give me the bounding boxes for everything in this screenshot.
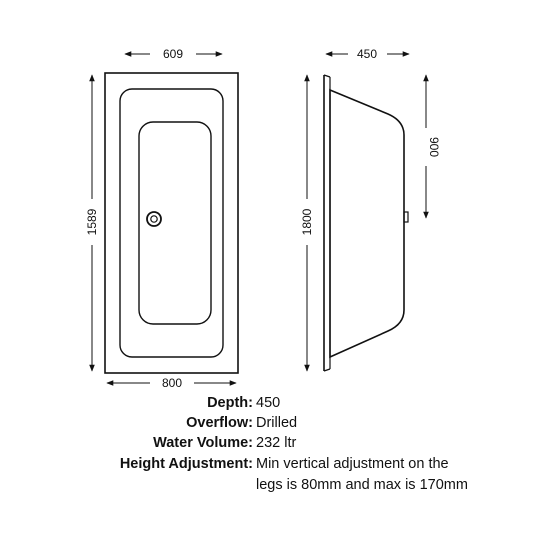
spec-value-depth: 450	[256, 395, 281, 411]
spec-value-height-adjustment-line2: legs is 80mm and max is 170mm	[256, 477, 468, 493]
spec-label-depth: Depth:	[207, 395, 253, 411]
dim-top-width: 609	[124, 47, 223, 61]
dim-side-height-label: 900	[427, 137, 441, 157]
bath-side-profile	[329, 88, 405, 359]
spec-value-overflow: Drilled	[256, 415, 298, 431]
spec-label-overflow: Overflow:	[186, 415, 253, 431]
bath-inner-rim	[119, 88, 224, 358]
dim-side-height: 900	[423, 74, 441, 219]
dim-side-length-label: 1800	[300, 208, 314, 235]
spec-value-water-volume: 232 ltr	[256, 435, 297, 451]
overflow-fitting	[403, 211, 409, 223]
spec-row-overflow: Overflow: Drilled	[0, 413, 535, 434]
bath-basin	[138, 121, 212, 325]
plug-hole-inner	[150, 215, 158, 223]
spec-label-water-volume: Water Volume:	[153, 435, 253, 451]
spec-row-depth: Depth: 450	[0, 393, 535, 414]
spec-label-height-adjustment: Height Adjustment:	[119, 456, 253, 472]
spec-value-height-adjustment: Min vertical adjustment on the	[256, 456, 449, 472]
spec-row-water-volume: Water Volume: 232 ltr	[0, 433, 535, 454]
dim-outer-length-label: 1589	[85, 208, 99, 235]
dim-top-width-label: 609	[163, 47, 183, 61]
dim-outer-width-label: 800	[162, 376, 182, 390]
spec-row-height-adjustment-cont: legs is 80mm and max is 170mm	[0, 475, 535, 496]
plan-view	[104, 72, 239, 374]
side-view	[323, 74, 409, 372]
bath-technical-drawing: 609 800 1589 450 1800 900	[85, 47, 441, 390]
dim-side-length: 1800	[300, 74, 314, 372]
spec-row-height-adjustment: Height Adjustment: Min vertical adjustme…	[0, 454, 535, 475]
dim-depth: 450	[325, 47, 410, 61]
dim-outer-width: 800	[106, 376, 237, 390]
plug-hole-icon	[146, 211, 162, 227]
bath-outer-rim	[104, 72, 239, 374]
dim-outer-length: 1589	[85, 74, 99, 372]
dim-depth-label: 450	[357, 47, 377, 61]
